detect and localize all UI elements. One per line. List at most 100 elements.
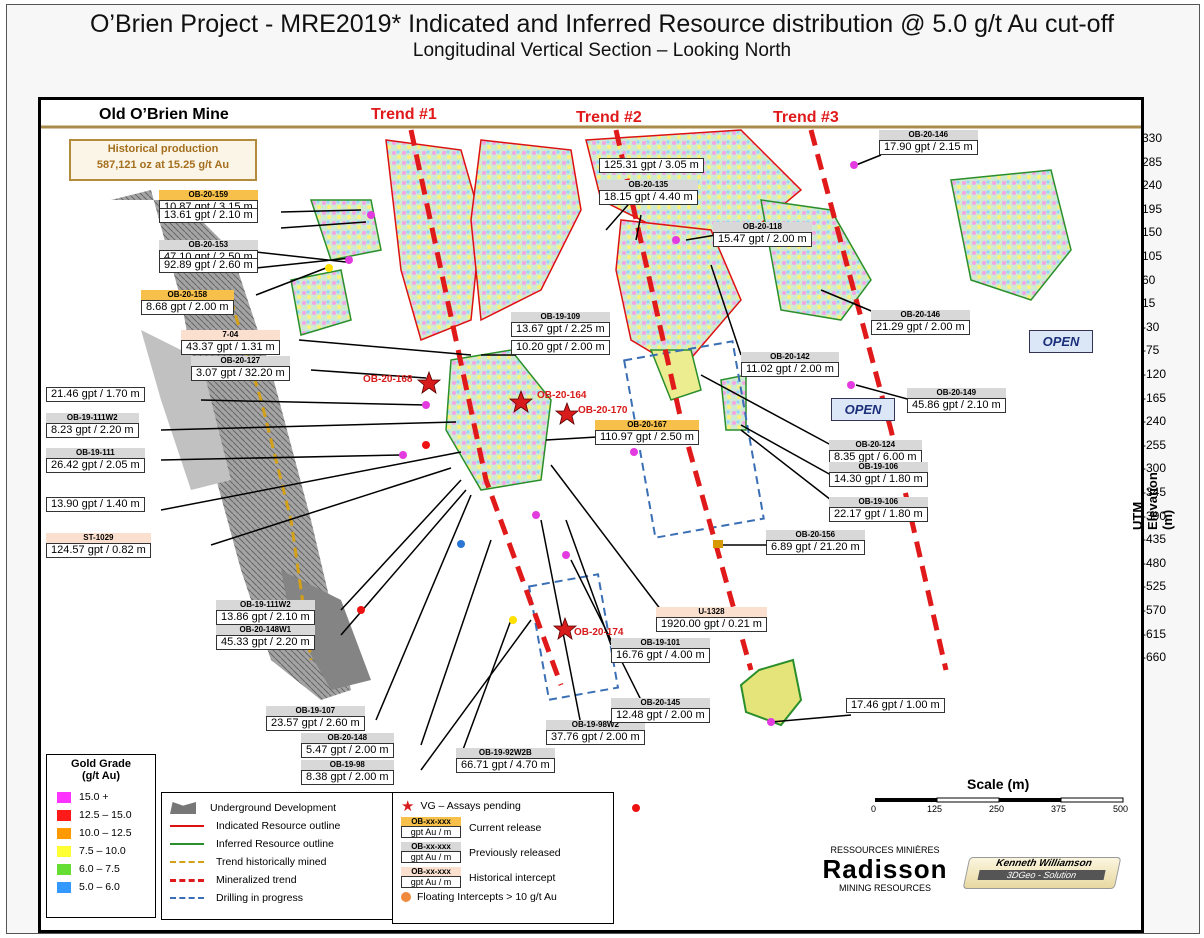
callout-value: 8.68 gpt / 2.00 m [141,300,234,315]
grade-legend-item: 7.5 – 10.0 [57,842,155,860]
callout-value: 6.89 gpt / 21.20 m [766,540,865,555]
figure-subtitle: Longitudinal Vertical Section – Looking … [412,40,792,61]
elevation-tick: -390 [1142,508,1167,523]
legend-label: VG – Assays pending [420,800,521,812]
blue-dash-icon [170,897,204,899]
legend-underground: Underground Development [170,799,396,817]
callout-hole-id: OB-20-127 [191,356,290,366]
gold-arrow-icon [170,861,204,863]
legend-floating: Floating Intercepts > 10 g/t Au [401,888,613,906]
orange-dot-icon [401,892,411,902]
intercept-callout: 17.46 gpt / 1.00 m [846,698,945,713]
callout-value: 12.48 gpt / 2.00 m [611,708,710,723]
scale-tick: 0 [871,804,877,814]
trend-2-label: Trend #2 [576,109,642,126]
callout-hole-id: OB-19-107 [266,706,365,716]
elevation-tick: 150 [1142,225,1163,240]
pending-hole-label: OB-20-168 [363,374,413,385]
intercept-markers [325,161,858,812]
symbol-legend: Underground Development Indicated Resour… [161,792,397,920]
grade-label: 15.0 + [79,791,109,803]
legend-hist-trend: Trend historically mined [170,853,396,871]
pending-hole-label: OB-20-174 [574,627,624,638]
grade-legend-item: 12.5 – 15.0 [57,806,155,824]
callout-value: 8.23 gpt / 2.20 m [46,423,139,438]
mineralized-trend-3 [808,129,949,671]
elevation-tick: -240 [1142,414,1167,429]
grade-swatch [57,863,71,875]
callout-hole-id: OB-20-148W1 [216,625,315,635]
callout-value: 45.86 gpt / 2.10 m [907,398,1006,413]
callout-value: 11.02 gpt / 2.00 m [741,362,839,377]
callout-hole-id: OB-20-145 [611,698,710,708]
pending-hole-label: OB-20-170 [578,405,628,416]
grade-swatch [57,827,71,839]
legend-label: Mineralized trend [216,874,297,886]
pending-hole-label: OB-20-164 [537,390,587,401]
callout-value: 45.33 gpt / 2.20 m [216,635,315,650]
elevation-tick: -435 [1142,532,1167,547]
callout-value: 23.57 gpt / 2.60 m [266,716,365,731]
grade-label: 6.0 – 7.5 [79,863,120,875]
drilling-box-2 [527,573,620,701]
elevation-tick: -615 [1142,626,1167,641]
grade-label: 12.5 – 15.0 [79,809,132,821]
callout-hole-id: ST-1029 [46,533,151,543]
legend-label: Current release [469,821,542,834]
elevation-tick: 195 [1142,201,1163,216]
radisson-logo-name: Radisson [822,854,948,884]
grade-legend-item: 5.0 – 6.0 [57,878,155,896]
elevation-tick: -345 [1142,485,1167,499]
scale-tick: 375 [1051,804,1067,814]
callout-hole-id: OB-20-159 [159,190,258,200]
elevation-tick: 285 [1142,154,1163,169]
callout-value: 37.76 gpt / 2.00 m [546,730,645,745]
scale-bar [875,797,1124,803]
intercept-callout: 13.90 gpt / 1.40 m [46,497,145,512]
kw-logo-name: Kenneth Williamson [995,858,1093,869]
callout-value: 17.90 gpt / 2.15 m [879,140,978,155]
grade-swatch [57,845,71,857]
callout-hole-id: 7-04 [181,330,280,340]
callout-hole-id: OB-20-146 [879,130,978,140]
callout-value: 110.97 gpt / 2.50 m [595,430,699,445]
grade-legend-item: 6.0 – 7.5 [57,860,155,878]
callout-hole-id: OB-19-106 [829,497,928,507]
legend-indicated: Indicated Resource outline [170,817,396,835]
intercept-callout: 10.20 gpt / 2.00 m [511,340,610,355]
kw-logo: Kenneth Williamson 3DGeo - Solution [962,857,1122,889]
legend-label: Historical intercept [469,871,556,884]
radisson-logo-bottom: MINING RESOURCES [838,883,931,893]
grade-swatch [57,791,71,803]
legend-label: Indicated Resource outline [216,820,341,832]
elevation-tick: -75 [1142,343,1160,358]
callout-value: 21.46 gpt / 1.70 m [46,387,145,402]
elevation-tick: 240 [1142,178,1163,193]
legend-label: Underground Development [210,802,337,814]
legend-vg: ★ VG – Assays pending [401,797,613,815]
callout-hole-id: OB-20-146 [871,310,970,320]
callout-hole-id: OB-20-142 [741,352,839,362]
callout-hole-id: OB-19-111 [46,448,145,458]
callout-hole-id: OB-19-98 [301,760,394,770]
